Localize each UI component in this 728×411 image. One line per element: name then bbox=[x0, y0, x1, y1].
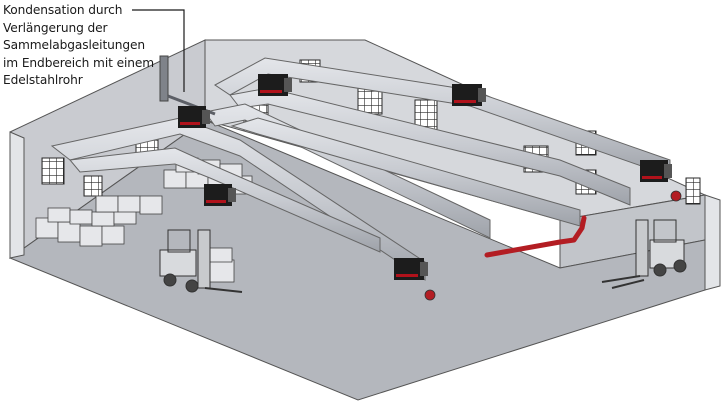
annotation-line: im Endbereich mit einem bbox=[3, 55, 155, 70]
condensate-pipe bbox=[484, 215, 587, 258]
window-icon bbox=[685, 177, 701, 205]
forklift-icon bbox=[601, 219, 687, 289]
duct-end-caps bbox=[424, 190, 682, 301]
annotation-line: Verlängerung der bbox=[3, 20, 108, 35]
duct-front-inner bbox=[69, 147, 381, 253]
wall-cut-front bbox=[9, 131, 25, 259]
duct-middle-b bbox=[230, 117, 581, 227]
gas-heater-unit-icon bbox=[204, 184, 236, 206]
gas-heater-unit-icon bbox=[640, 160, 672, 182]
forklift-icon bbox=[159, 229, 243, 293]
annotation-text: Kondensation durch Verlängerung der Samm… bbox=[3, 2, 183, 90]
window-icon bbox=[41, 157, 65, 185]
heater-units bbox=[178, 74, 672, 280]
gas-heater-unit-icon bbox=[394, 258, 428, 280]
gas-heater-unit-icon bbox=[452, 84, 486, 106]
annotation-line: Sammelabgasleitungen bbox=[3, 38, 146, 53]
window-icon bbox=[83, 175, 103, 197]
gas-heater-unit-icon bbox=[178, 106, 210, 128]
annotation-line: Edelstahlrohr bbox=[3, 73, 83, 88]
annotation-line: Kondensation durch bbox=[3, 3, 123, 17]
wall-cut-right bbox=[704, 194, 721, 291]
duct-middle bbox=[204, 103, 491, 239]
annotation-leader-line bbox=[132, 9, 185, 92]
gas-heater-unit-icon bbox=[258, 74, 292, 96]
